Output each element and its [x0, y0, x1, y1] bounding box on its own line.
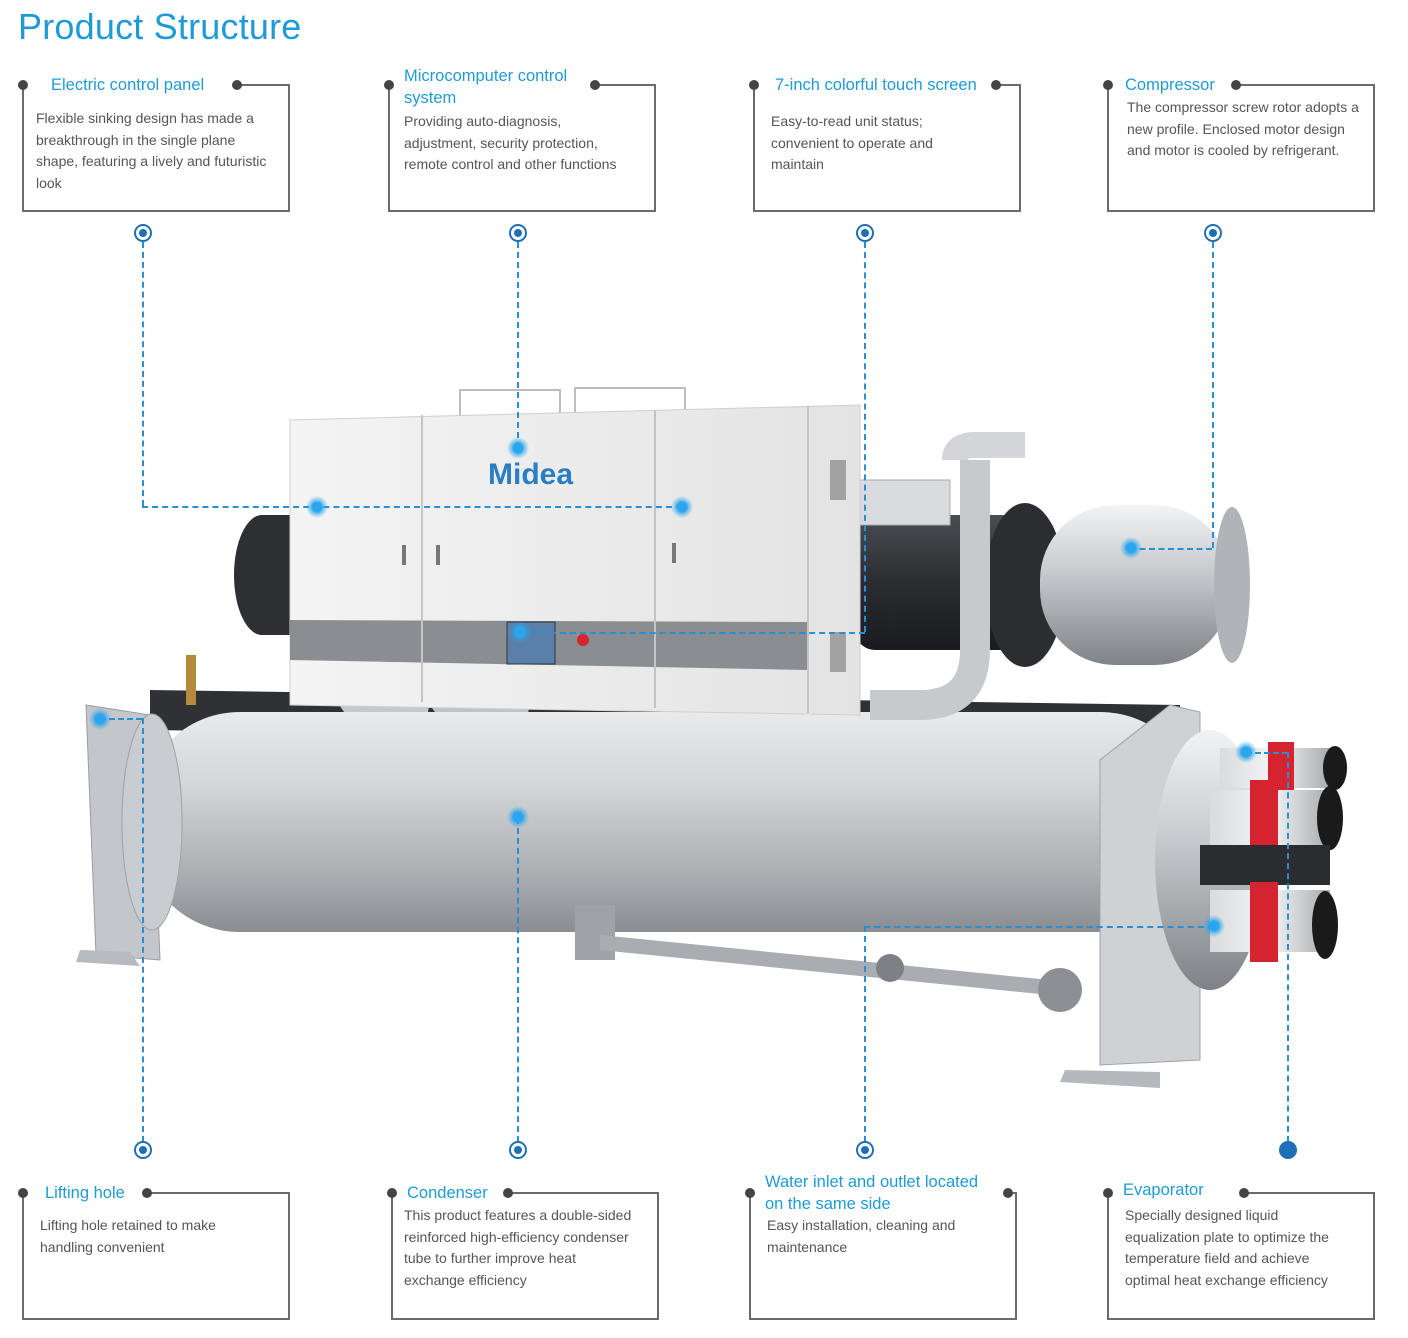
- marker-electric-panel: [134, 224, 152, 242]
- connector-microcomputer: [517, 242, 519, 448]
- connector-compressor-h: [1130, 548, 1212, 550]
- marker-evaporator: [1279, 1141, 1297, 1159]
- card-text: Providing auto-diagnosis,adjustment, sec…: [404, 113, 617, 172]
- card-title: Lifting hole: [45, 1184, 125, 1202]
- card-title: Electric control panel: [51, 76, 205, 94]
- card-title: Compressor: [1125, 76, 1215, 94]
- card-title: Condenser: [407, 1184, 488, 1202]
- card-lifting-hole: Lifting hole Lifting hole retained to ma…: [18, 1184, 290, 1320]
- connector-touch-screen-h: [520, 632, 865, 634]
- card-text: Easy-to-read unit status;convenient to o…: [771, 113, 933, 172]
- marker-lifting-hole: [134, 1141, 152, 1159]
- page-title: Product Structure: [18, 6, 302, 47]
- hotspot-compressor: [1120, 537, 1142, 559]
- connector-electric-panel-h: [142, 506, 682, 508]
- card-title: Evaporator: [1123, 1181, 1204, 1199]
- connector-water: [864, 926, 866, 1142]
- marker-condenser: [509, 1141, 527, 1159]
- connector-lifting-hole: [142, 718, 144, 1142]
- marker-microcomputer: [509, 224, 527, 242]
- hotspot-electric-panel-left: [306, 496, 328, 518]
- connector-condenser: [517, 818, 519, 1142]
- card-touch-screen: 7-inch colorful touch screen Easy-to-rea…: [749, 76, 1021, 212]
- hotspot-evaporator: [1235, 741, 1257, 763]
- brand-logo: Midea: [488, 458, 574, 491]
- hotspot-water: [1203, 915, 1225, 937]
- connector-lifting-hole-h: [100, 718, 142, 720]
- connector-compressor: [1212, 242, 1214, 548]
- card-condenser: Condenser This product features a double…: [387, 1184, 659, 1320]
- card-compressor: Compressor The compressor screw rotor ad…: [1103, 76, 1375, 212]
- connector-evaporator: [1287, 752, 1289, 1142]
- connector-evaporator-h: [1246, 752, 1288, 754]
- marker-compressor: [1204, 224, 1222, 242]
- card-title: 7-inch colorful touch screen: [775, 76, 977, 94]
- hotspot-microcomputer: [507, 437, 529, 459]
- marker-water: [856, 1141, 874, 1159]
- hotspot-lifting-hole: [89, 708, 111, 730]
- hotspot-touch-screen: [509, 621, 531, 643]
- marker-touch-screen: [856, 224, 874, 242]
- connector-water-h: [864, 926, 1214, 928]
- hotspot-electric-panel-right: [671, 496, 693, 518]
- connector-touch-screen: [864, 242, 866, 632]
- hotspot-condenser: [507, 806, 529, 828]
- card-electric-control-panel: Electric control panel Flexible sinking …: [18, 76, 290, 212]
- connector-electric-panel: [142, 242, 144, 506]
